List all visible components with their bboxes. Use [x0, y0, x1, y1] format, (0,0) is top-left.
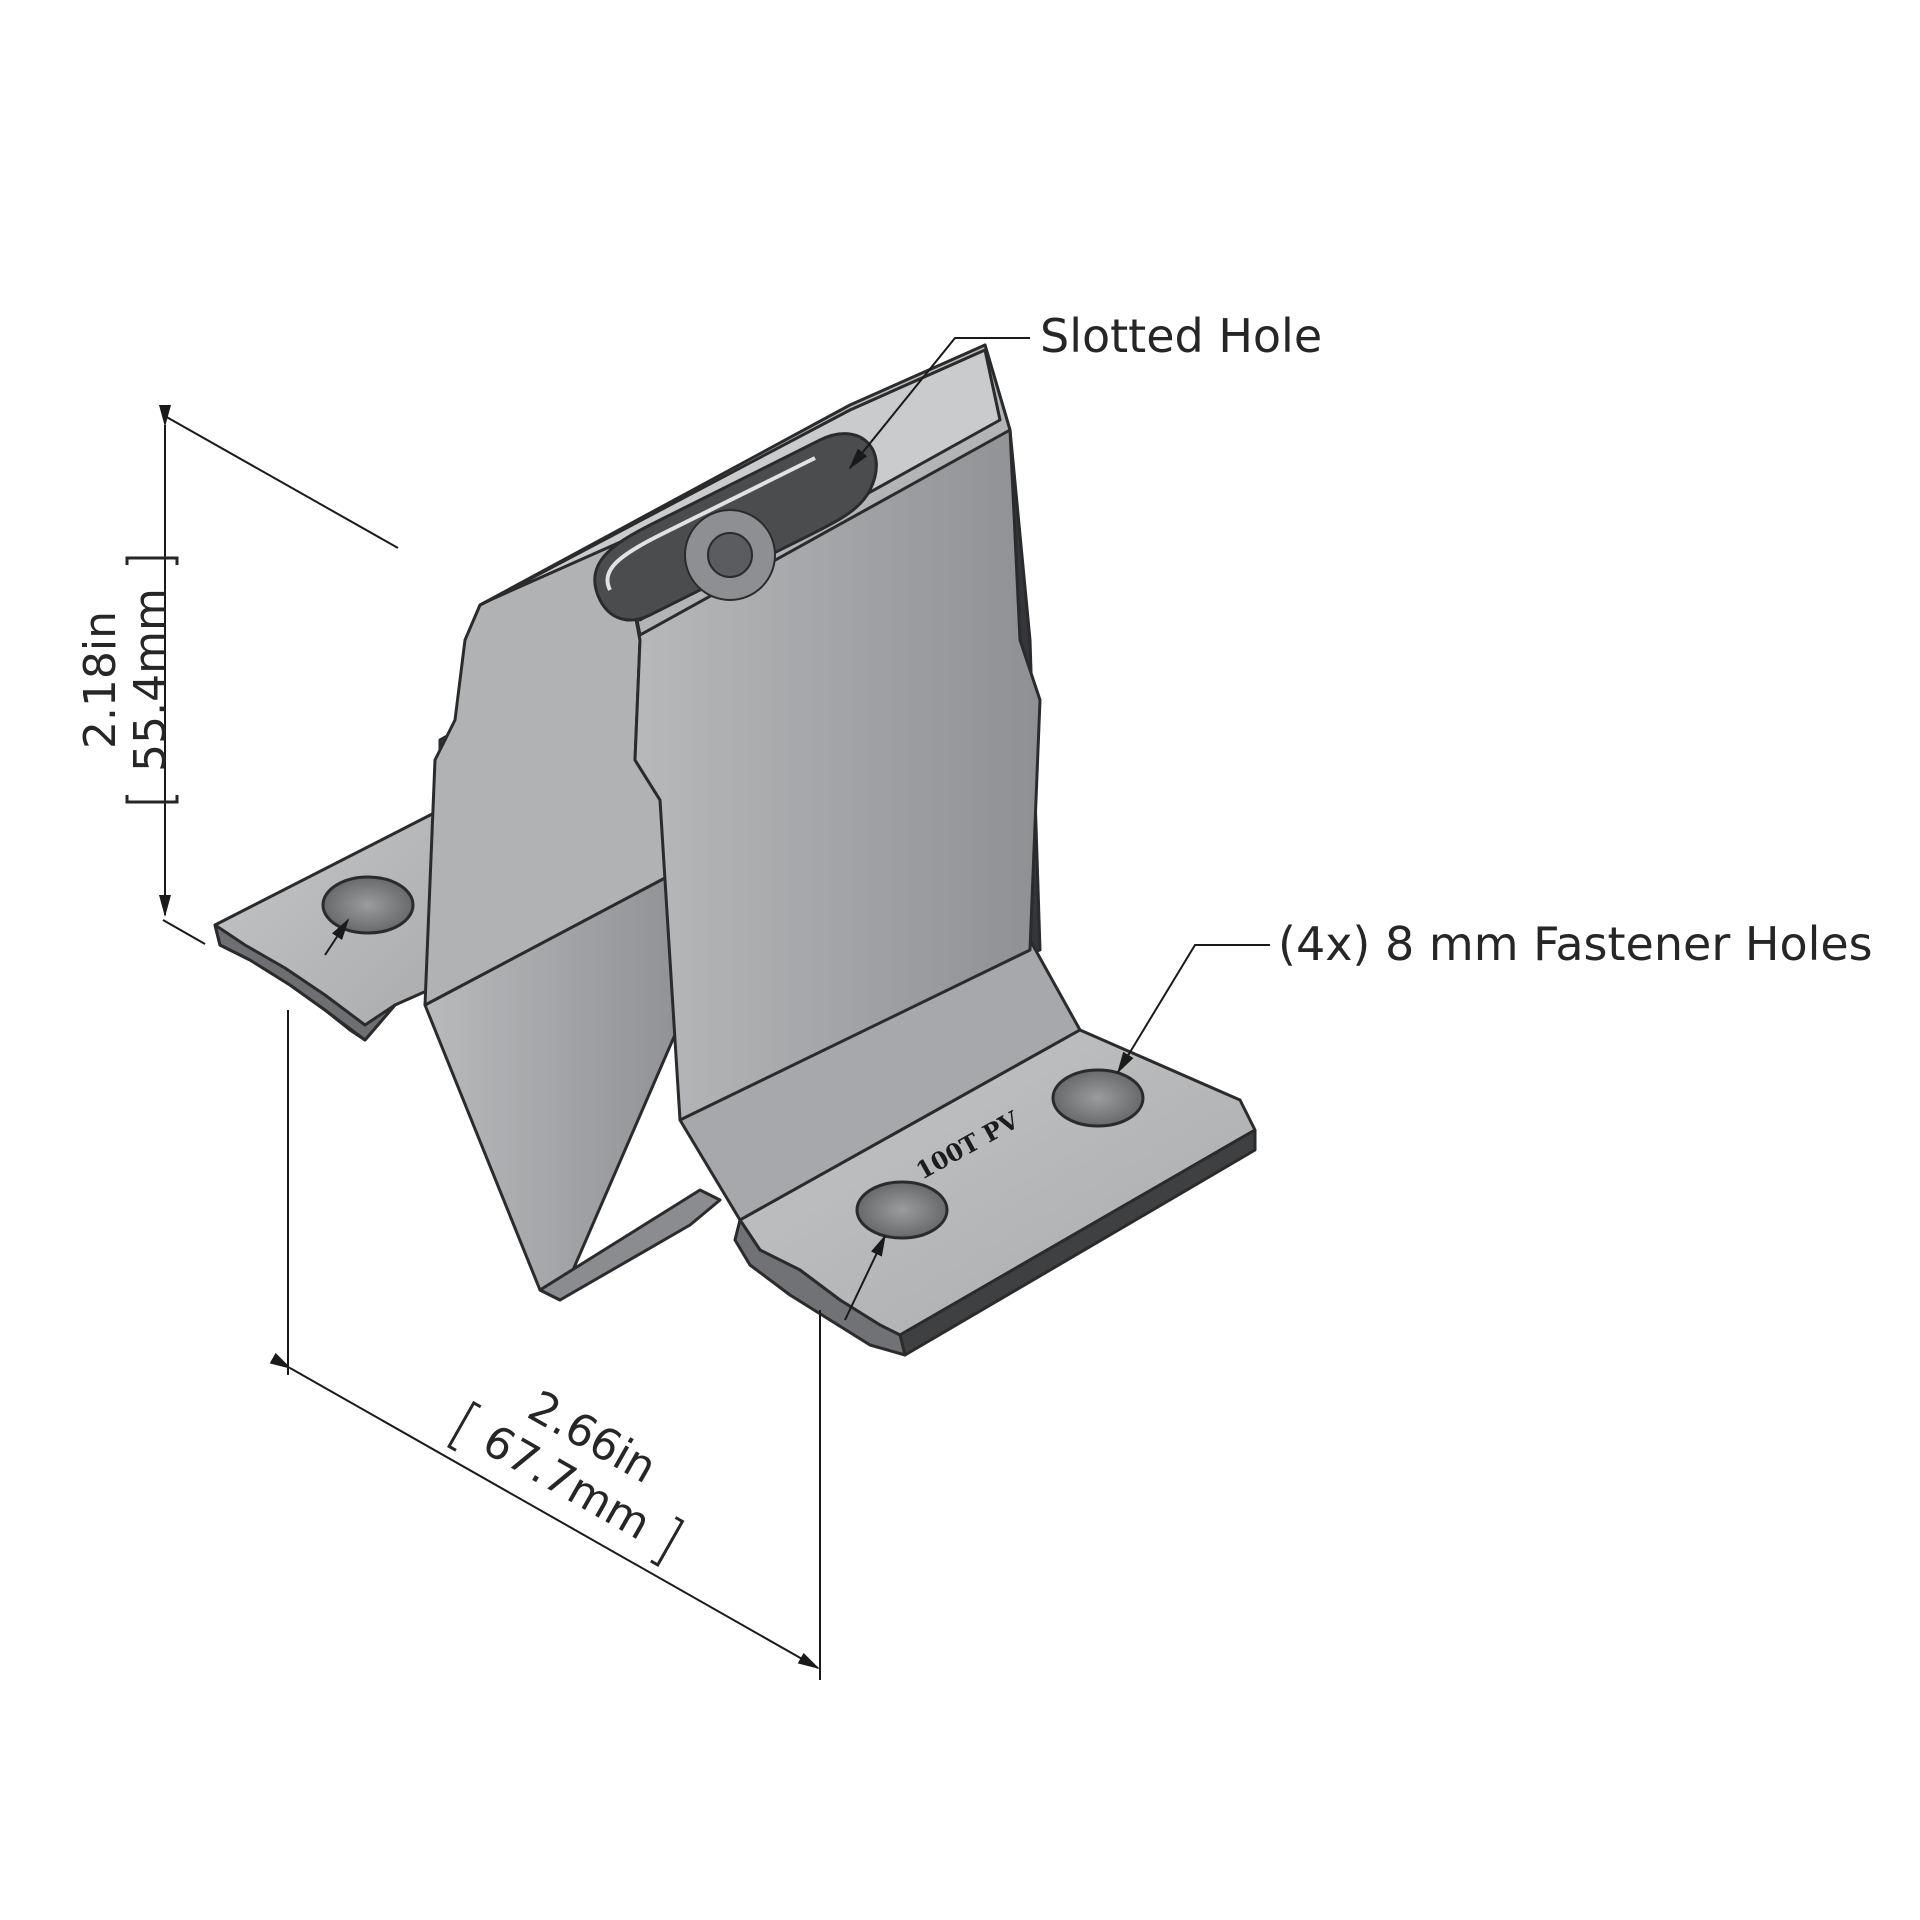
fastener-leader-right: [1116, 944, 1270, 1074]
width-dim-line: [269, 1352, 820, 1669]
width-label: 2.66in 67.7mm: [447, 1381, 685, 1567]
height-dimension: [159, 405, 399, 945]
v-bottom: [538, 1188, 722, 1302]
height-extension-bottom: [162, 919, 206, 945]
fastener-leader-bottom: [844, 1234, 886, 1321]
height-in-label: 2.18in: [75, 611, 126, 749]
fastener-holes-callout: [324, 918, 1270, 1321]
slot-lip: [605, 456, 816, 591]
fastener-hole-1: [321, 875, 415, 935]
nut-thread-icon: [707, 532, 753, 578]
right-flange-curl: [733, 1218, 907, 1357]
width-mm-bracket: [447, 1400, 685, 1567]
slotted-hole: [593, 432, 878, 622]
slotted-hole-callout: [848, 337, 1030, 470]
height-mm-label: 55.4mm: [125, 588, 176, 772]
fastener-holes-label: (4x) 8 mm Fastener Holes: [1278, 917, 1873, 971]
width-dimension: [269, 1010, 821, 1680]
left-flange-edge: [213, 923, 397, 1042]
height-label: 2.18in 55.4mm: [75, 556, 179, 804]
height-extension-top: [162, 414, 399, 549]
slotted-hole-leader: [848, 337, 1030, 470]
fastener-hole-3: [855, 1180, 949, 1240]
fastener-leader-left: [324, 918, 350, 956]
fastener-hole-2: [1051, 1068, 1145, 1128]
height-mm-bracket: [125, 556, 179, 804]
slotted-hole-label: Slotted Hole: [1040, 309, 1322, 363]
